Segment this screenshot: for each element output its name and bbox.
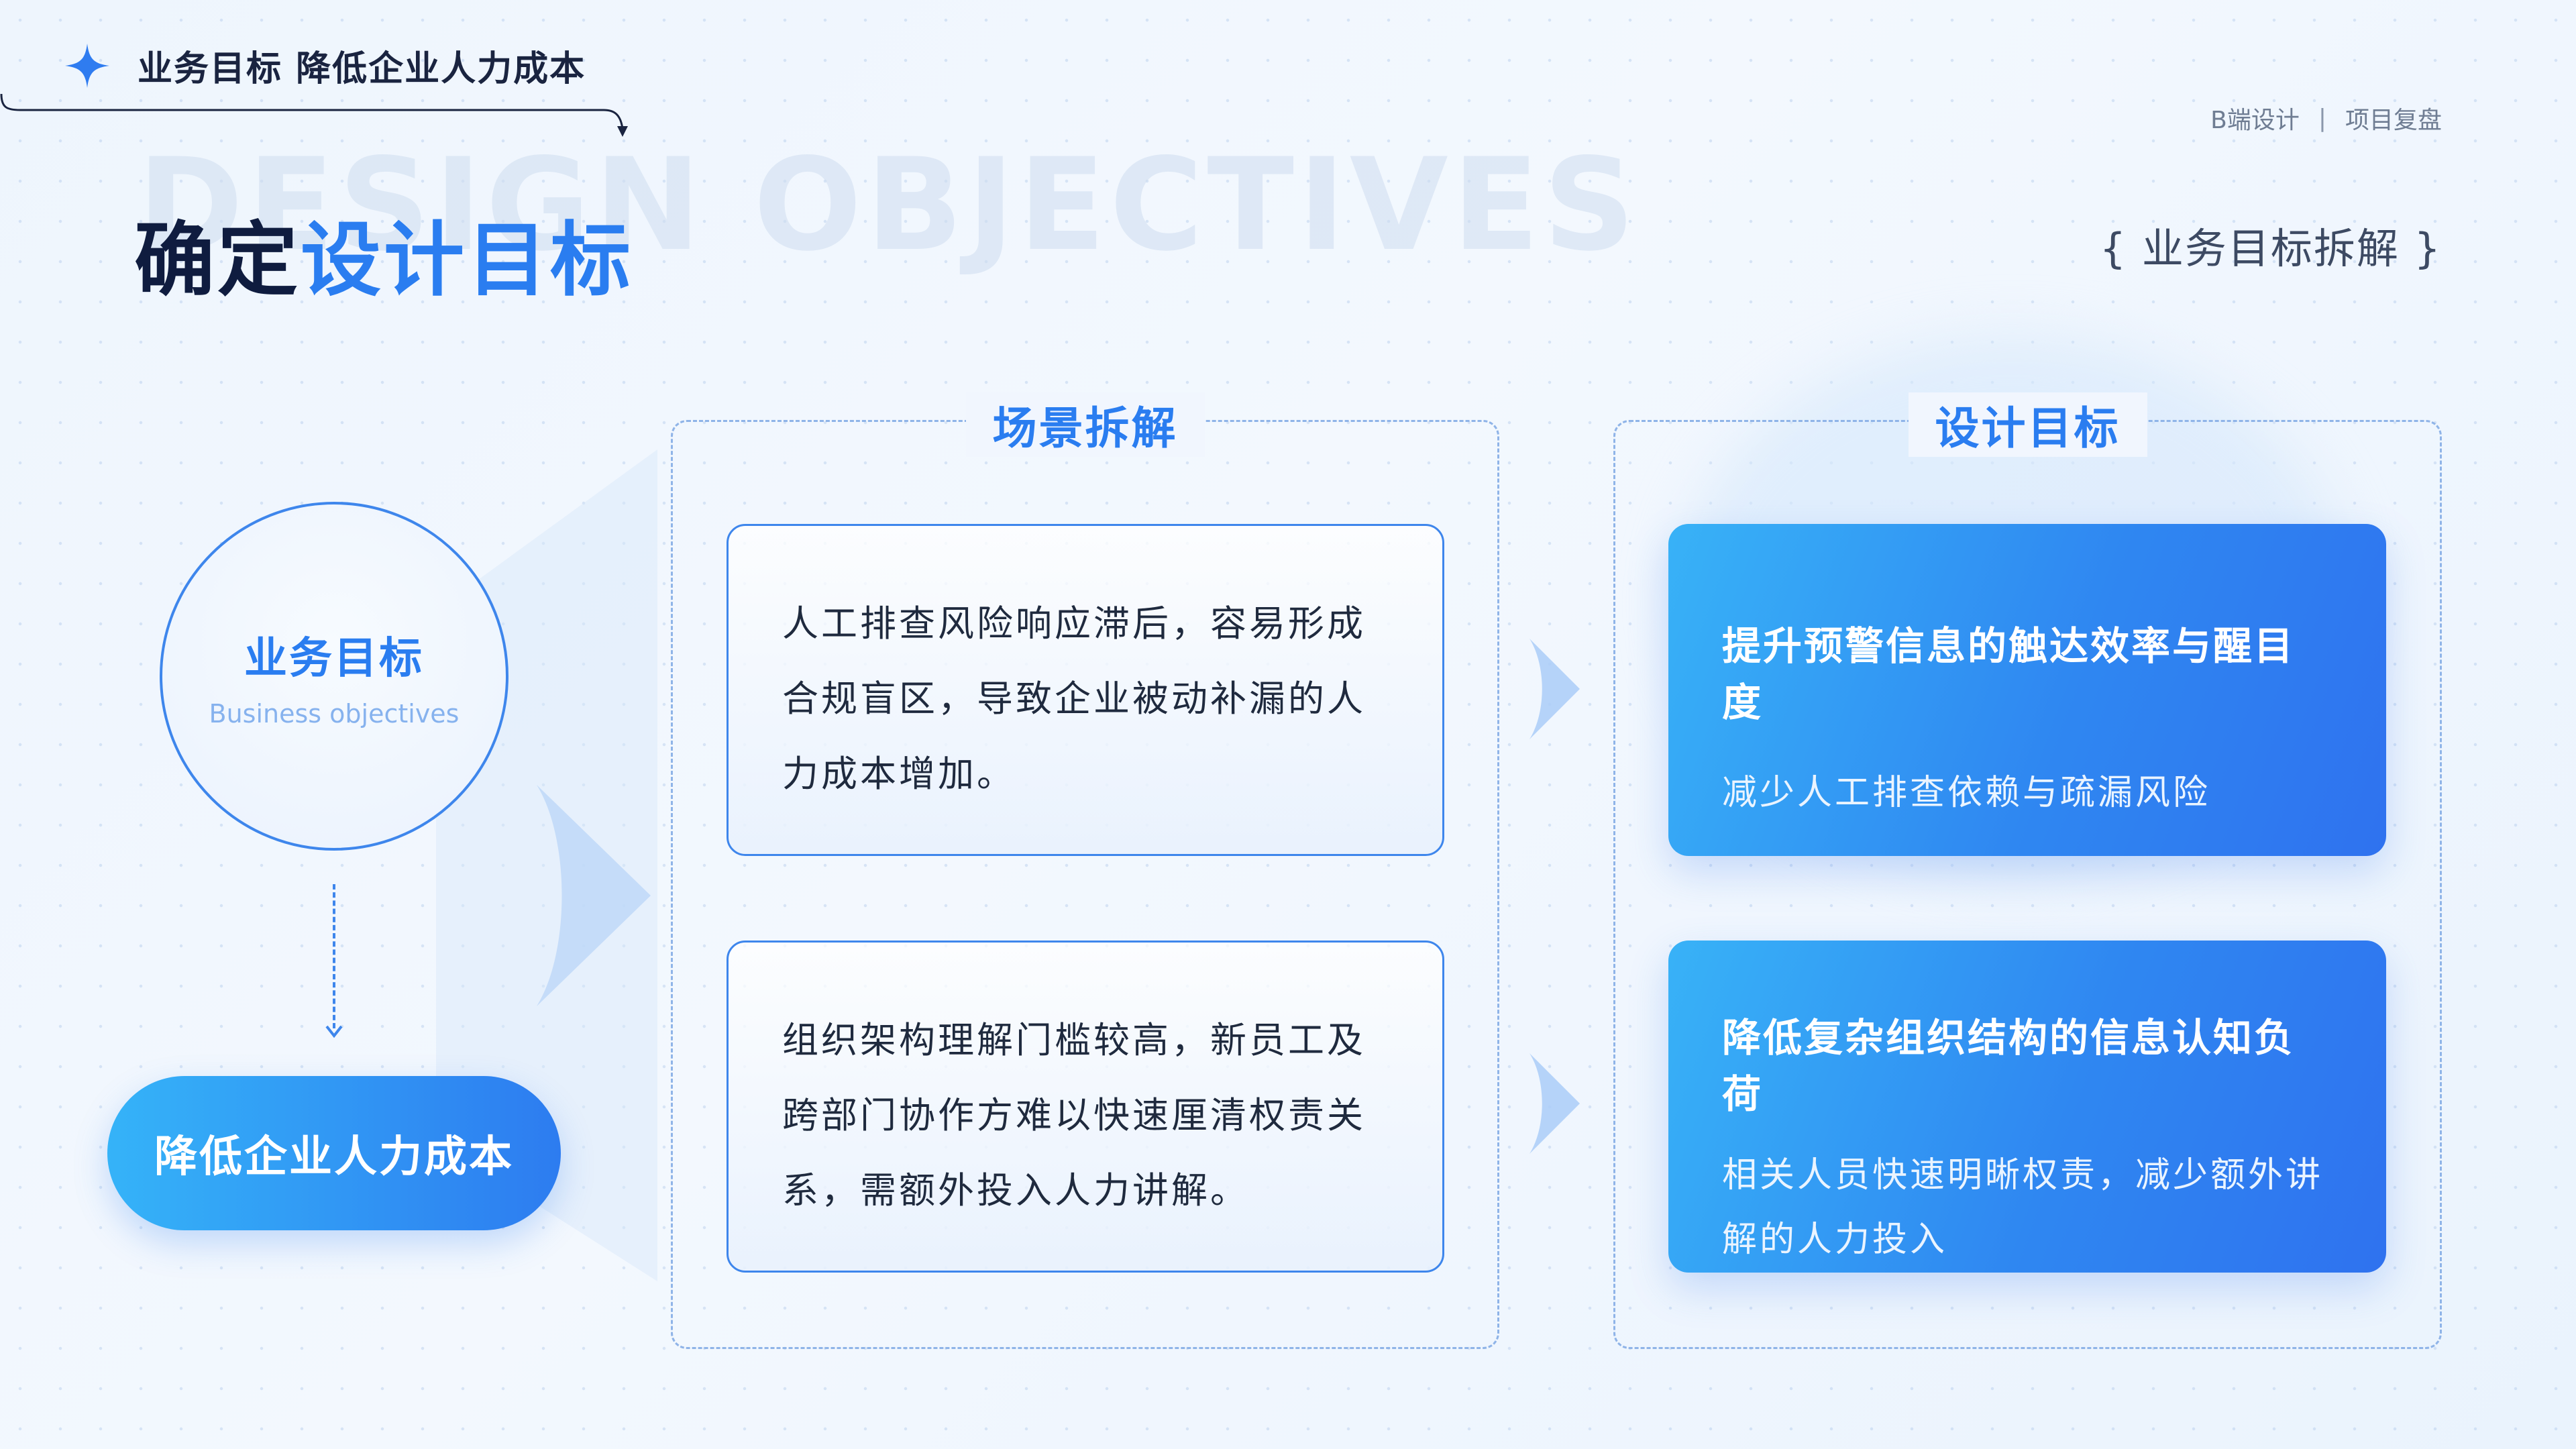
goal-panel-label: 设计目标 [1908, 392, 2147, 457]
goal-card-desc: 相关人员快速明晰权责，减少额外讲解的人力投入 [1722, 1155, 2324, 1260]
breakdown-label: { 业务目标拆解 } [2099, 224, 2442, 273]
scene-panel-label: 场景拆解 [965, 392, 1205, 457]
sparkle-icon [65, 43, 109, 88]
scene-card: 组织架构理解门槛较高，新员工及跨部门协作方难以快速厘清权责关系，需额外投入人力讲… [727, 941, 1444, 1273]
chevron-right-icon [537, 785, 651, 1006]
section-tag-title: 业务目标 降低企业人力成本 [138, 49, 586, 89]
page-title-dark: 确定 [134, 214, 301, 307]
goal-card-title: 降低复杂组织结构的信息认知负荷 [1722, 1015, 2296, 1117]
top-nav: B端设计 | 项目复盘 [2210, 101, 2442, 136]
arrow-down-icon [325, 1025, 343, 1038]
scene-card: 人工排查风险响应滞后，容易形成合规盲区，导致企业被动补漏的人力成本增加。 [727, 524, 1444, 856]
objective-result-pill: 降低企业人力成本 [107, 1076, 561, 1230]
scene-card-text: 组织架构理解门槛较高，新员工及跨部门协作方难以快速厘清权责关系，需额外投入人力讲… [782, 1019, 1366, 1212]
goal-card: 降低复杂组织结构的信息认知负荷 相关人员快速明晰权责，减少额外讲解的人力投入 [1668, 941, 2386, 1273]
chevron-right-icon [1529, 1053, 1580, 1154]
page-title-blue: 设计目标 [301, 214, 633, 307]
nav-right-label: 项目复盘 [2345, 107, 2442, 134]
scene-card-text: 人工排查风险响应滞后，容易形成合规盲区，导致企业被动补漏的人力成本增加。 [782, 602, 1366, 795]
page-title: 确定设计目标 [134, 195, 633, 311]
scene-panel: 场景拆解 [671, 392, 1499, 1349]
section-tag: 业务目标 降低企业人力成本 [64, 40, 586, 91]
objective-subtitle: Business objectives [209, 699, 460, 729]
section-tag-underline [0, 94, 628, 137]
goal-card-title: 提升预警信息的触达效率与醒目度 [1722, 623, 2296, 725]
connector-dashed-line [333, 884, 335, 1028]
chevron-right-icon [1529, 639, 1580, 739]
objective-title: 业务目标 [244, 634, 424, 684]
nav-separator: | [2318, 104, 2326, 132]
goal-card: 提升预警信息的触达效率与醒目度 减少人工排查依赖与疏漏风险 [1668, 524, 2386, 856]
watermark-text: DESIGN OBJECTIVES [138, 131, 1640, 279]
goal-card-desc: 减少人工排查依赖与疏漏风险 [1722, 773, 2211, 813]
goal-panel: 设计目标 [1613, 392, 2442, 1349]
business-objective-circle: 业务目标 Business objectives [160, 502, 508, 851]
nav-left-label: B端设计 [2210, 107, 2300, 134]
